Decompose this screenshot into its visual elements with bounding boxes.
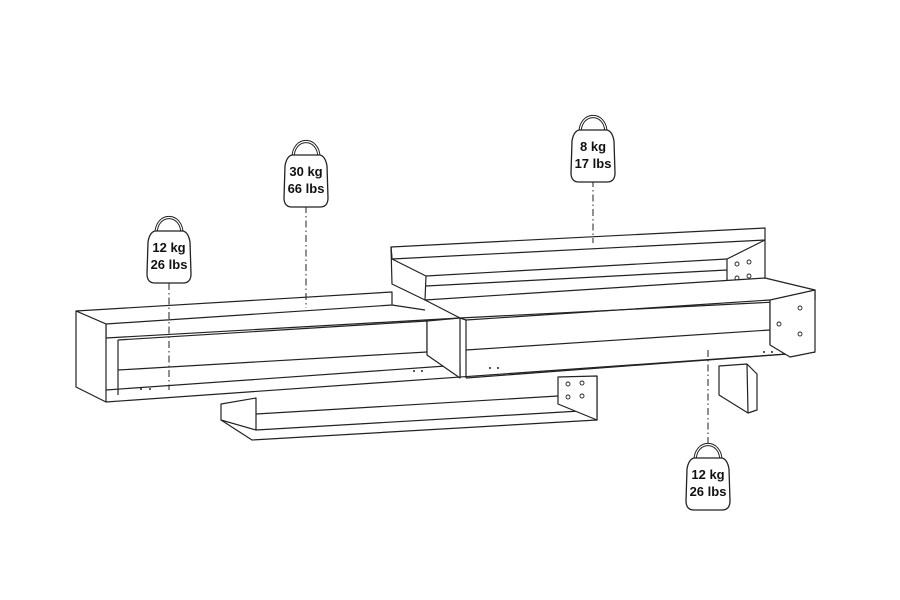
weight-3-kg-label: 8 kg xyxy=(580,139,606,154)
weight-2-lbs-label: 66 lbs xyxy=(288,181,325,196)
load-lines xyxy=(168,180,709,445)
weight-4-lbs-label: 26 lbs xyxy=(690,484,727,499)
weight-3: 8 kg 17 lbs xyxy=(570,115,616,183)
weight-4-kg-label: 12 kg xyxy=(691,467,724,482)
weight-1: 12 kg 26 lbs xyxy=(146,216,192,284)
weight-2: 30 kg 66 lbs xyxy=(283,140,329,208)
main-shelf-unit xyxy=(75,277,816,403)
weight-3-lbs-label: 17 lbs xyxy=(575,156,612,171)
bottom-shelf-unit xyxy=(220,375,598,441)
weight-2-kg-label: 30 kg xyxy=(289,164,322,179)
weight-4: 12 kg 26 lbs xyxy=(685,443,731,511)
right-bracket xyxy=(718,363,758,414)
weight-1-lbs-label: 26 lbs xyxy=(151,257,188,272)
weight-1-kg-label: 12 kg xyxy=(152,240,185,255)
